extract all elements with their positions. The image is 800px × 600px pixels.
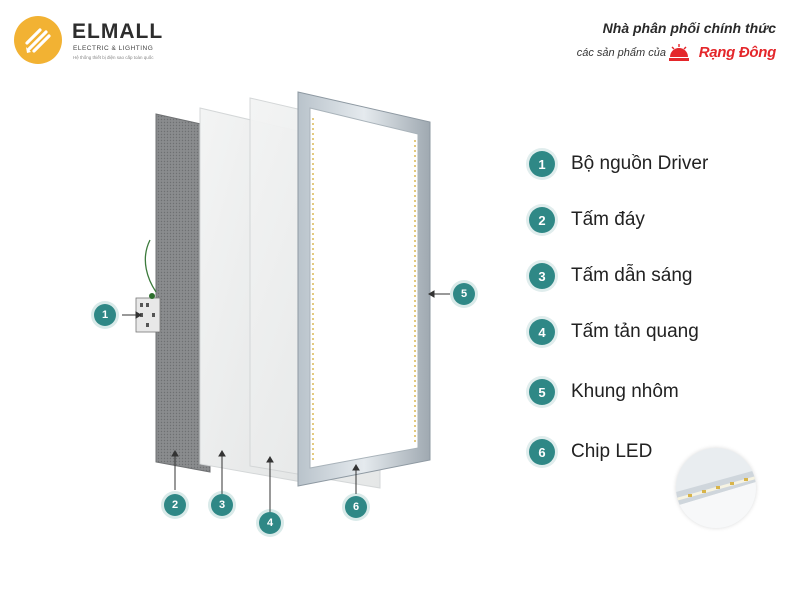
legend-item-chip-led: 6 Chip LED <box>529 438 652 466</box>
chip-led-closeup-image <box>676 448 756 528</box>
distributor-block: Nhà phân phối chính thức các sản phẩm củ… <box>516 20 776 63</box>
legend-label: Chip LED <box>571 441 653 462</box>
legend-label: Tấm dẫn sáng <box>571 265 693 286</box>
legend-number: 2 <box>529 207 555 233</box>
exploded-panel-diagram: 1 2 3 4 5 6 <box>70 70 500 550</box>
callout-4: 4 <box>259 512 281 534</box>
driver-box <box>135 239 161 333</box>
legend-item-light-guide: 3 Tấm dẫn sáng <box>529 262 692 290</box>
logo-name: ELMALL <box>72 20 164 43</box>
legend-number: 5 <box>529 379 555 405</box>
callout-1: 1 <box>94 304 116 326</box>
distributor-line: các sản phẩm của Rạng Đông <box>516 43 776 63</box>
callout-5: 5 <box>453 283 475 305</box>
legend-item-back-plate: 2 Tấm đáy <box>529 206 645 234</box>
legend-number: 6 <box>529 439 555 465</box>
legend-label: Khung nhôm <box>571 381 679 402</box>
aluminium-frame <box>297 91 431 487</box>
distributor-title: Nhà phân phối chính thức <box>602 20 776 36</box>
distributor-subtitle: các sản phẩm của <box>576 47 666 59</box>
logo-subtitle: ELECTRIC & LIGHTING <box>73 45 154 52</box>
logo-tagline: Hệ thống thiết bị điện sao cấp toàn quốc <box>73 55 154 60</box>
legend-number: 1 <box>529 151 555 177</box>
legend-number: 3 <box>529 263 555 289</box>
elmall-logo-icon <box>14 16 62 64</box>
legend-label: Bộ nguồn Driver <box>571 153 709 174</box>
legend-number: 4 <box>529 319 555 345</box>
legend-item-diffuser: 4 Tấm tản quang <box>529 318 699 346</box>
rang-dong-logo-icon <box>668 43 690 63</box>
leader-lines <box>122 290 450 516</box>
legend-label: Tấm tản quang <box>571 321 699 342</box>
panel-layers-illustration <box>122 91 450 516</box>
legend-item-driver: 1 Bộ nguồn Driver <box>529 150 708 178</box>
callout-3: 3 <box>211 494 233 516</box>
legend-label: Tấm đáy <box>571 209 645 230</box>
legend-item-frame: 5 Khung nhôm <box>529 378 679 406</box>
callout-6: 6 <box>345 496 367 518</box>
back-plate <box>155 113 211 473</box>
callout-2: 2 <box>164 494 186 516</box>
elmall-logo: ELMALL ELECTRIC & LIGHTING Hệ thống thiế… <box>14 16 214 66</box>
brand-name: Rạng Đông <box>698 44 777 61</box>
